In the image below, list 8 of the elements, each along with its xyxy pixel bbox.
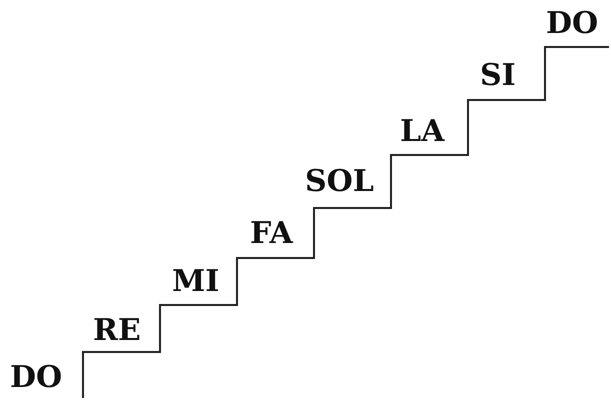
syllable-label: SI — [480, 60, 516, 92]
syllable-label: MI — [172, 266, 220, 298]
syllable-label: SOL — [305, 166, 374, 198]
syllable-label: RE — [93, 315, 141, 347]
syllable-label: LA — [400, 116, 444, 148]
syllable-label: DO — [10, 362, 62, 394]
syllable-label: DO — [546, 8, 598, 40]
syllable-label: FA — [250, 218, 293, 250]
